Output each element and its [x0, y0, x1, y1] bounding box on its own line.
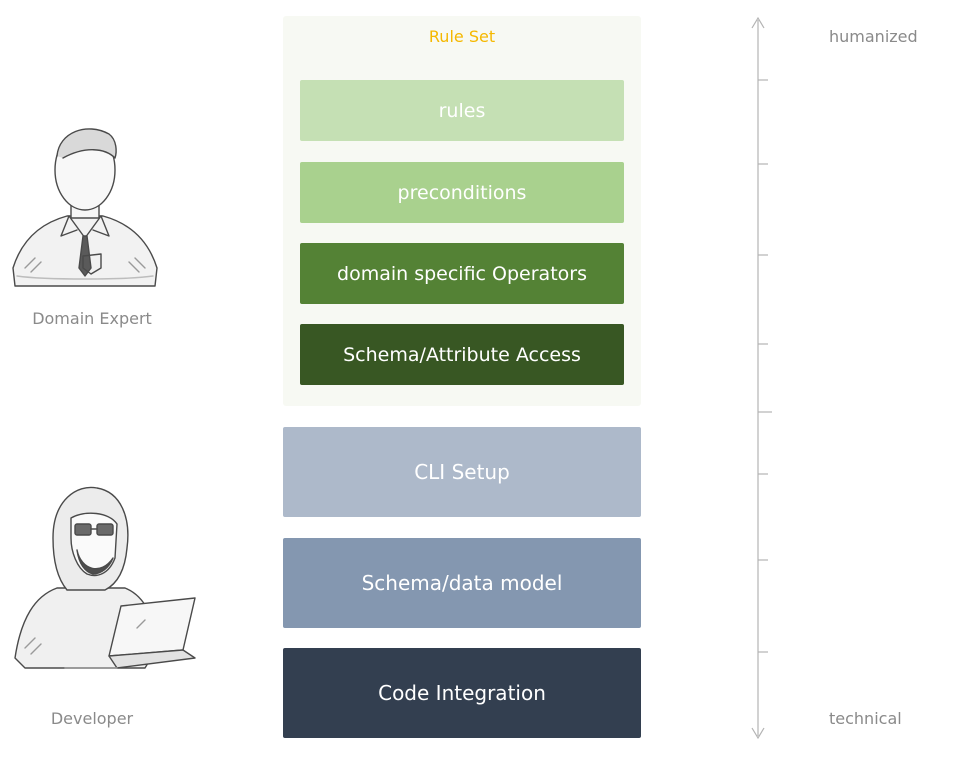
developer-label: Developer: [50, 709, 134, 728]
domain-expert-label: Domain Expert: [32, 309, 152, 328]
layer-cli-setup: CLI Setup: [283, 427, 641, 517]
layer-code-integration: Code Integration: [283, 648, 641, 738]
layer-preconditions: preconditions: [300, 162, 624, 223]
axis-bottom-label: technical: [829, 709, 902, 728]
developer-avatar: [14, 486, 196, 669]
layer-schema-attribute-access: Schema/Attribute Access: [300, 324, 624, 385]
layer-schema-data-model: Schema/data model: [283, 538, 641, 628]
domain-expert-avatar: [12, 128, 158, 287]
ruleset-title: Rule Set: [428, 27, 496, 46]
humanized-technical-axis: [751, 16, 772, 740]
axis-top-label: humanized: [829, 27, 918, 46]
layer-rules: rules: [300, 80, 624, 141]
layer-domain-operators: domain specific Operators: [300, 243, 624, 304]
